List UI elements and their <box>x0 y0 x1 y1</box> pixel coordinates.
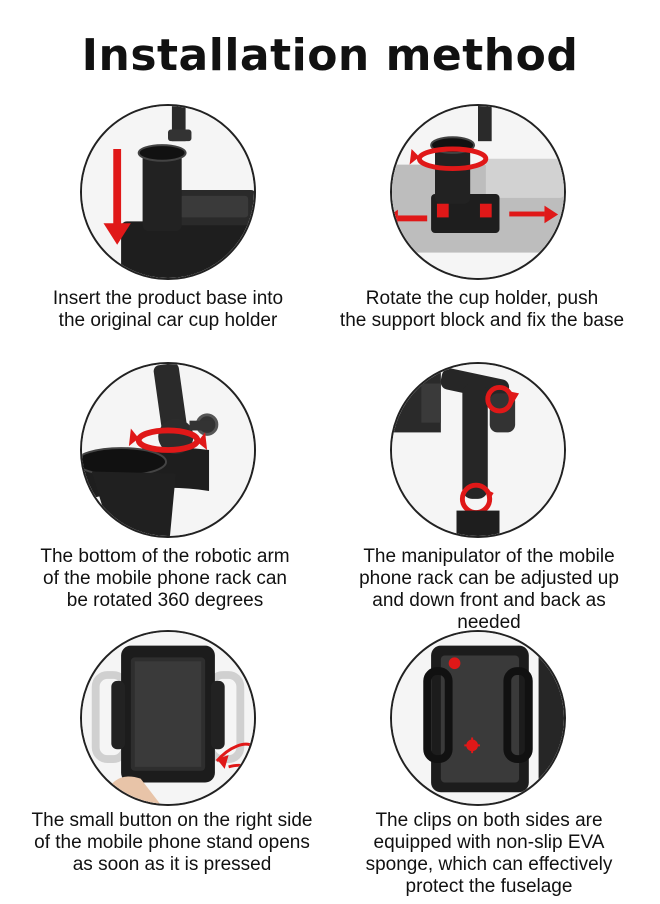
step-6-caption: The clips on both sides are equipped wit… <box>365 810 613 897</box>
rotate-cup-holder-icon <box>392 106 564 278</box>
step-5-image <box>80 630 256 806</box>
step-2-image <box>390 104 566 280</box>
step-3-image <box>80 362 256 538</box>
robotic-arm-rotate-icon <box>82 364 254 536</box>
step-5-caption: The small button on the right side of th… <box>31 810 313 875</box>
manipulator-adjust-icon <box>392 364 564 536</box>
step-2-caption: Rotate the cup holder, push the support … <box>339 288 625 331</box>
step-4-image <box>390 362 566 538</box>
release-button-icon <box>82 632 254 804</box>
eva-clips-icon <box>392 632 564 804</box>
cup-holder-insert-icon <box>82 106 254 278</box>
step-3-caption: The bottom of the robotic arm of the mob… <box>40 546 290 611</box>
step-1-caption: Insert the product base into the origina… <box>52 288 284 331</box>
step-4-caption: The manipulator of the mobile phone rack… <box>359 546 619 633</box>
step-1-image <box>80 104 256 280</box>
step-6-image <box>390 630 566 806</box>
page-title: Installation method <box>81 30 579 81</box>
